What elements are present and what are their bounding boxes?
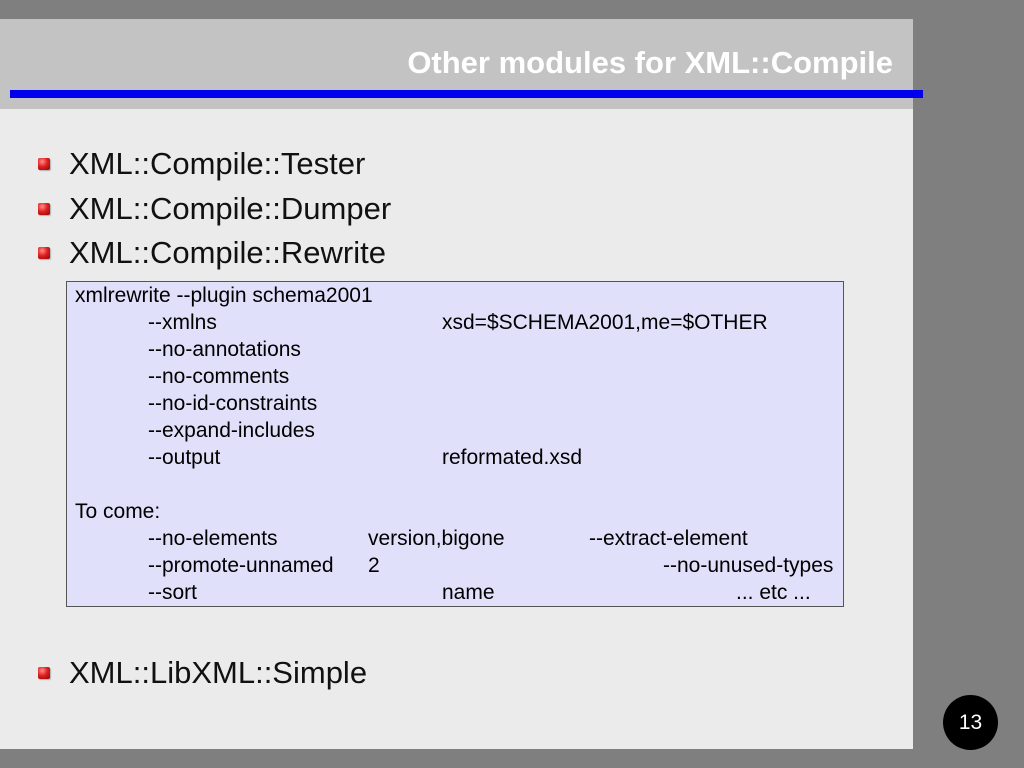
code-flag: --expand-includes bbox=[148, 419, 315, 442]
future-flag: --sort bbox=[148, 581, 197, 604]
page-number-badge: 13 bbox=[943, 695, 998, 750]
bullet-item-libxml-simple: XML::LibXML::Simple bbox=[38, 655, 367, 691]
code-command: xmlrewrite --plugin schema2001 bbox=[75, 284, 373, 307]
bullet-item-tester: XML::Compile::Tester bbox=[38, 146, 365, 182]
bullet-item-rewrite: XML::Compile::Rewrite bbox=[38, 235, 386, 271]
bullet-text: XML::Compile::Dumper bbox=[69, 191, 392, 226]
slide-title: Other modules for XML::Compile bbox=[407, 45, 893, 80]
code-flag: --no-id-constraints bbox=[148, 392, 318, 415]
future-flag: --extract-element bbox=[589, 527, 748, 550]
code-flag: --no-comments bbox=[148, 365, 290, 388]
red-bullet-icon bbox=[38, 667, 50, 679]
red-bullet-icon bbox=[38, 158, 50, 170]
future-flag: --no-unused-types bbox=[663, 554, 834, 577]
future-value: 2 bbox=[368, 554, 380, 577]
code-example-box: xmlrewrite --plugin schema2001 --xmlns x… bbox=[66, 281, 844, 607]
red-bullet-icon bbox=[38, 247, 50, 259]
future-value: name bbox=[442, 581, 495, 604]
code-value: xsd=$SCHEMA2001,me=$OTHER bbox=[442, 311, 768, 334]
title-underline bbox=[10, 90, 923, 98]
red-bullet-icon bbox=[38, 203, 50, 215]
bullet-text: XML::LibXML::Simple bbox=[69, 655, 368, 690]
bullet-text: XML::Compile::Tester bbox=[69, 146, 366, 181]
to-come-label: To come: bbox=[75, 500, 161, 523]
code-flag: --no-annotations bbox=[148, 338, 301, 361]
code-flag: --xmlns bbox=[148, 311, 217, 334]
future-flag: --promote-unnamed bbox=[148, 554, 334, 577]
bullet-item-dumper: XML::Compile::Dumper bbox=[38, 191, 391, 227]
code-flag: --output bbox=[148, 446, 221, 469]
code-value: reformated.xsd bbox=[442, 446, 583, 469]
future-value: version,bigone bbox=[368, 527, 505, 550]
bullet-text: XML::Compile::Rewrite bbox=[69, 235, 386, 270]
future-flag: ... etc ... bbox=[736, 581, 811, 604]
future-flag: --no-elements bbox=[148, 527, 278, 550]
